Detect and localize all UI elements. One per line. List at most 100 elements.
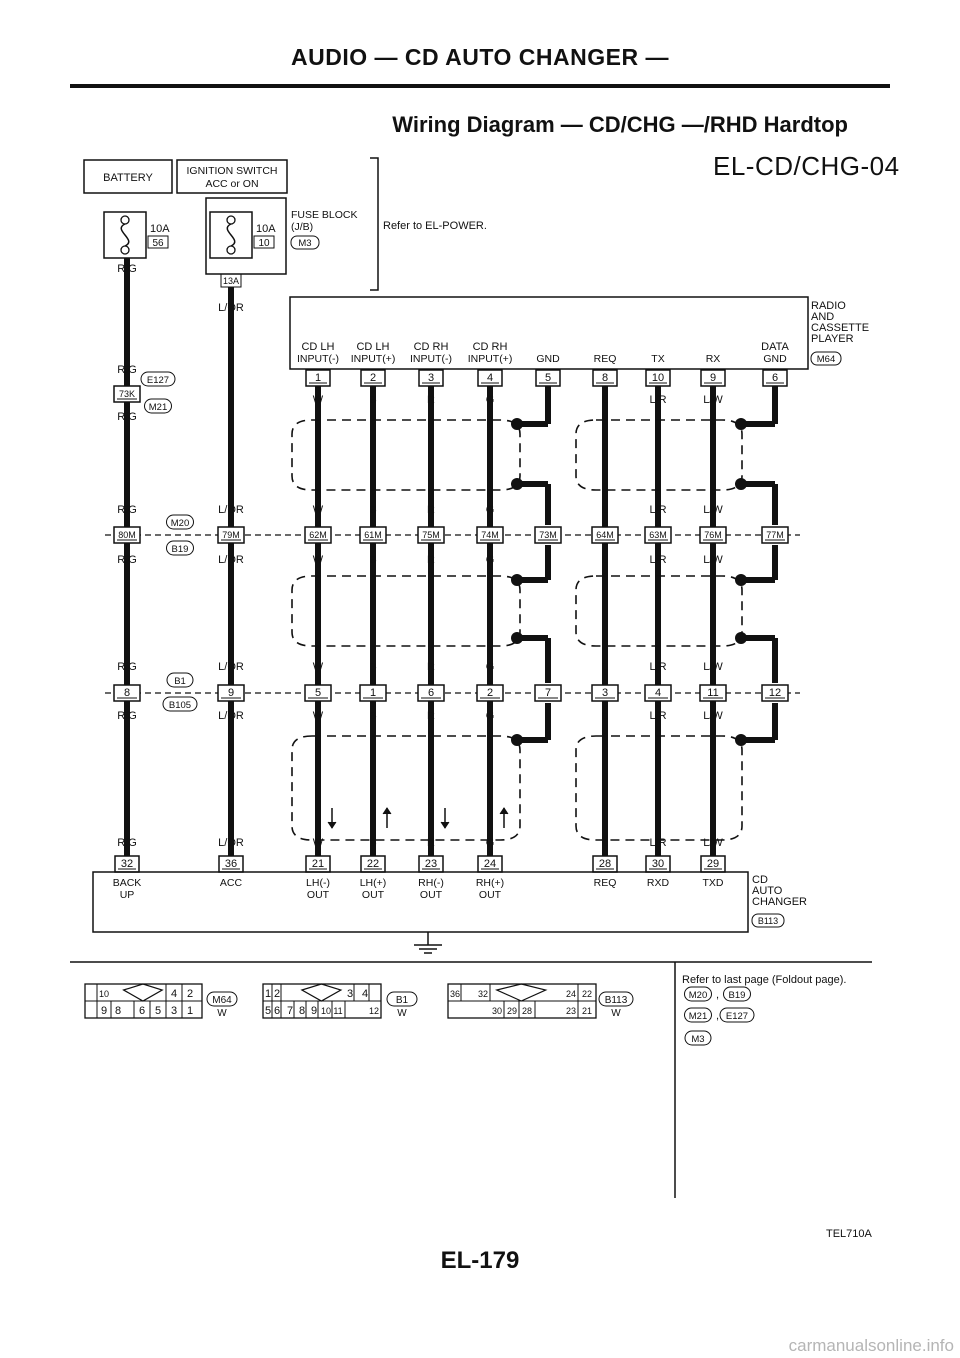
wire-color-label: B xyxy=(369,394,376,406)
radio-terminal-function: GND xyxy=(763,353,787,365)
cd-terminal-label: TXD xyxy=(703,877,724,889)
wire-label-rg-3: R/G xyxy=(117,411,137,423)
fuse-block-connector-13a: 13A xyxy=(223,276,239,286)
cd-terminal-label: LH(-) xyxy=(306,877,330,889)
wire-color-label: L/R xyxy=(649,394,666,406)
connector-face-b1-pin-label: 9 xyxy=(311,1005,317,1017)
refer-tag-b19-outline xyxy=(723,986,751,1002)
wire-color-label: B xyxy=(369,504,376,516)
wire-color-label: W xyxy=(313,710,324,722)
radio-box xyxy=(289,296,809,370)
wire-color-label: B xyxy=(369,710,376,722)
refer-separator: , xyxy=(716,1010,719,1022)
connector-face-b1-pin-label: 10 xyxy=(321,1006,331,1016)
connector-pin-b1-7-box xyxy=(534,684,562,702)
wire-color-label: R xyxy=(427,394,435,406)
radio-pin-6: 6 xyxy=(772,372,778,384)
connector-face-b113-pin-label: 23 xyxy=(566,1006,576,1016)
connector-tag-b19-outline xyxy=(166,540,194,556)
shield-ground-dot xyxy=(735,478,747,490)
connector-pin-74M: 74M xyxy=(481,530,499,540)
signal-arrow-head xyxy=(382,807,392,815)
fuse-10-box xyxy=(209,211,253,259)
connector-pin-64M: 64M xyxy=(596,530,614,540)
wire-color-label: B xyxy=(369,837,376,849)
connector-face-b113-pin-label: 22 xyxy=(582,989,592,999)
radio-label-1: RADIO xyxy=(811,300,846,312)
wire-label-rg: R/G xyxy=(117,504,137,516)
wire-color-label: L/W xyxy=(703,661,723,673)
cd-pin-32: 32 xyxy=(121,858,133,870)
cd-pin-22: 22 xyxy=(367,858,379,870)
connector-tag-b1: B1 xyxy=(174,676,186,687)
fuse-10-number: 10 xyxy=(258,238,270,249)
connector-face-b1-pin-label: 3 xyxy=(347,988,353,1000)
radio-terminal-function: INPUT(+) xyxy=(351,353,396,365)
refer-tag-m3: M3 xyxy=(691,1034,704,1045)
wire-label-rg-2: R/G xyxy=(117,364,137,376)
wire-label-lor: L/OR xyxy=(218,710,244,722)
wire-label-rg: R/G xyxy=(117,837,137,849)
cd-terminal-label: ACC xyxy=(220,877,243,889)
wire-label-rg-1: R/G xyxy=(117,263,137,275)
wire-color-label: L/R xyxy=(649,504,666,516)
watermark: carmanualsonline.info xyxy=(788,1336,954,1355)
connector-face-m64-pin-label: 2 xyxy=(187,988,193,1000)
connector-pin-75M: 75M xyxy=(422,530,440,540)
wire-label-lor: L/OR xyxy=(218,554,244,566)
radio-label-2: AND xyxy=(811,311,834,323)
connector-pin-79M: 79M xyxy=(222,530,240,540)
wire-color-label: L/W xyxy=(703,554,723,566)
diagram-subtitle: Wiring Diagram — CD/CHG —/RHD Hardtop xyxy=(392,112,848,137)
connector-pin-73M-box xyxy=(534,526,562,544)
power-bracket xyxy=(370,157,379,291)
wire-color-label: R xyxy=(427,710,435,722)
signal-arrow-head xyxy=(499,807,509,815)
refer-foldout: Refer to last page (Foldout page). xyxy=(682,974,846,986)
cd-pin-36: 36 xyxy=(225,858,237,870)
wire-color-label: L/R xyxy=(649,837,666,849)
header-title: AUDIO — CD AUTO CHANGER — xyxy=(291,44,669,70)
radio-terminal-function: INPUT(-) xyxy=(410,353,452,365)
battery-label: BATTERY xyxy=(103,172,153,184)
radio-label-3: CASSETTE xyxy=(811,322,869,334)
cd-pin-28: 28 xyxy=(599,858,611,870)
wire-color-label: L/W xyxy=(703,710,723,722)
refer-tag-m3-outline xyxy=(684,1030,712,1046)
ignition-switch-box xyxy=(176,159,288,194)
wire-label-lor: L/OR xyxy=(218,837,244,849)
connector-pin-b1-4: 4 xyxy=(655,687,661,699)
fuse-10-element xyxy=(226,223,236,247)
connector-pin-b1-7: 7 xyxy=(545,687,551,699)
connector-pin-73M: 73M xyxy=(539,530,557,540)
connector-tag-m20-outline xyxy=(166,514,194,530)
wire-color-label: B xyxy=(369,554,376,566)
wire-label-lor: L/OR xyxy=(218,661,244,673)
wire-label-rg: R/G xyxy=(117,554,137,566)
refer-el-power: Refer to EL-POWER. xyxy=(383,220,487,232)
fuse-block-jb-label: (J/B) xyxy=(291,221,313,233)
wire-color-label: B xyxy=(369,661,376,673)
connector-pin-b1-9-box xyxy=(217,684,245,702)
connector-tag-b105: B105 xyxy=(169,700,191,711)
wire-color-label: R xyxy=(427,554,435,566)
shield-outline xyxy=(575,575,743,647)
radio-pin-3: 3 xyxy=(428,372,434,384)
battery-box xyxy=(83,159,173,194)
connector-tag-e127-outline xyxy=(140,371,176,387)
wire-color-label: G xyxy=(486,394,495,406)
connector-pin-b1-6-box xyxy=(417,684,445,702)
connector-face-m64-pin-label: 8 xyxy=(115,1005,121,1017)
cd-terminal-label-2: OUT xyxy=(479,889,502,901)
cd-pin-21: 21 xyxy=(312,858,324,870)
connector-pin-77M: 77M xyxy=(766,530,784,540)
connector-face-b113-tag: B113 xyxy=(605,995,628,1006)
wire-color-label: G xyxy=(486,710,495,722)
wire-label-lor: L/OR xyxy=(218,504,244,516)
diagram-code: EL-CD/CHG-04 xyxy=(713,151,900,181)
shield-outline xyxy=(291,419,521,491)
refer-tag-m20: M20 xyxy=(689,990,707,1001)
header-rule xyxy=(70,84,890,88)
wire-color-label: W xyxy=(313,554,324,566)
connector-pin-79M-box xyxy=(217,526,245,544)
